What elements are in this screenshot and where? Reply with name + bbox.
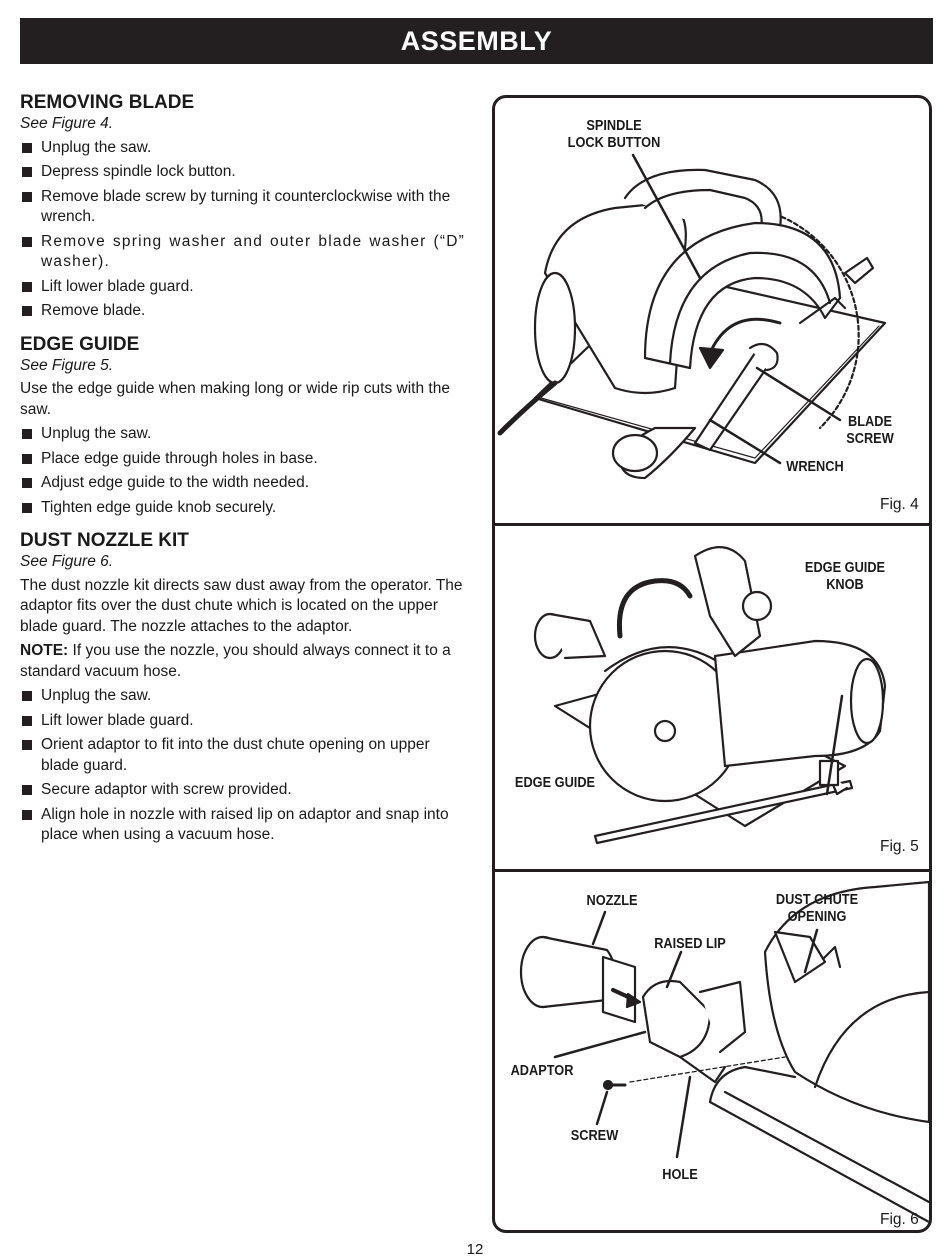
section-intro: The dust nozzle kit directs saw dust awa…: [20, 576, 463, 635]
page-number: 12: [466, 1241, 484, 1258]
blade-screw-label: BLADE SCREW: [846, 414, 894, 447]
instructions-column: REMOVING BLADE See Figure 4. Unplug the …: [20, 92, 465, 858]
screw-label: SCREW: [570, 1128, 619, 1144]
list-item: Align hole in nozzle with raised lip on …: [20, 805, 465, 846]
nozzle-label: NOZZLE: [586, 893, 638, 909]
note-text: If you use the nozzle, you should always…: [20, 642, 451, 680]
list-item: Unplug the saw.: [20, 424, 465, 445]
list-item: Adjust edge guide to the width needed.: [20, 473, 465, 494]
list-item: Lift lower blade guard.: [20, 277, 465, 298]
hole-label: HOLE: [662, 1167, 698, 1183]
list-item: Orient adaptor to fit into the dust chut…: [20, 735, 465, 776]
figure-divider: [495, 869, 929, 872]
section-heading: EDGE GUIDE: [20, 333, 140, 355]
wrench-label: WRENCH: [786, 459, 844, 475]
list-item: Remove blade.: [20, 301, 465, 322]
adaptor-label: ADAPTOR: [510, 1063, 574, 1079]
section-heading: DUST NOZZLE KIT: [20, 530, 189, 551]
list-item: Depress spindle lock button.: [20, 162, 465, 183]
note-paragraph: NOTE: If you use the nozzle, you should …: [20, 641, 465, 682]
circular-saw-edge-guide-illustration: [533, 546, 887, 845]
section-removing-blade: REMOVING BLADE See Figure 4. Unplug the …: [20, 92, 465, 322]
raised-lip-label: RAISED LIP: [654, 936, 726, 952]
list-item: Unplug the saw.: [20, 138, 465, 159]
figure-divider: [495, 523, 929, 526]
instruction-list: Unplug the saw. Depress spindle lock but…: [20, 138, 465, 322]
figures-panel: SPINDLE LOCK BUTTON BLADE SCREW WRENCH F…: [492, 95, 932, 1233]
instruction-list: Unplug the saw. Place edge guide through…: [20, 424, 465, 518]
spindle-lock-button-label: SPINDLE LOCK BUTTON: [567, 118, 661, 151]
list-item: Place edge guide through holes in base.: [20, 449, 465, 470]
page-header: ASSEMBLY: [20, 18, 933, 64]
list-item: Lift lower blade guard.: [20, 711, 465, 732]
list-item: Secure adaptor with screw provided.: [20, 780, 465, 801]
figure-reference: See Figure 6.: [20, 553, 114, 570]
section-heading: REMOVING BLADE: [20, 92, 195, 113]
dust-nozzle-assembly-illustration: [519, 880, 929, 1224]
note-label: NOTE:: [20, 642, 69, 659]
list-item: Tighten edge guide knob securely.: [20, 498, 465, 519]
edge-guide-label: EDGE GUIDE: [514, 775, 596, 791]
section-dust-nozzle-kit: DUST NOZZLE KIT See Figure 6. The dust n…: [20, 530, 465, 846]
edge-guide-knob-label: EDGE GUIDE KNOB: [804, 560, 886, 593]
figure-reference: See Figure 4.: [20, 115, 114, 132]
circular-saw-blade-removal-illustration: [497, 153, 887, 480]
figure-label: Fig. 6: [880, 1211, 919, 1228]
figure-label: Fig. 4: [880, 496, 919, 513]
instruction-list: Unplug the saw. Lift lower blade guard. …: [20, 686, 465, 846]
dust-chute-opening-label: DUST CHUTE OPENING: [775, 892, 859, 925]
list-item: Unplug the saw.: [20, 686, 465, 707]
figure-label: Fig. 5: [880, 838, 919, 855]
section-intro: Use the edge guide when making long or w…: [20, 380, 450, 418]
figure-reference: See Figure 5.: [20, 356, 114, 374]
list-item: Remove spring washer and outer blade was…: [20, 232, 465, 273]
section-edge-guide: EDGE GUIDE See Figure 5. Use the edge gu…: [20, 334, 465, 519]
list-item: Remove blade screw by turning it counter…: [20, 187, 465, 228]
